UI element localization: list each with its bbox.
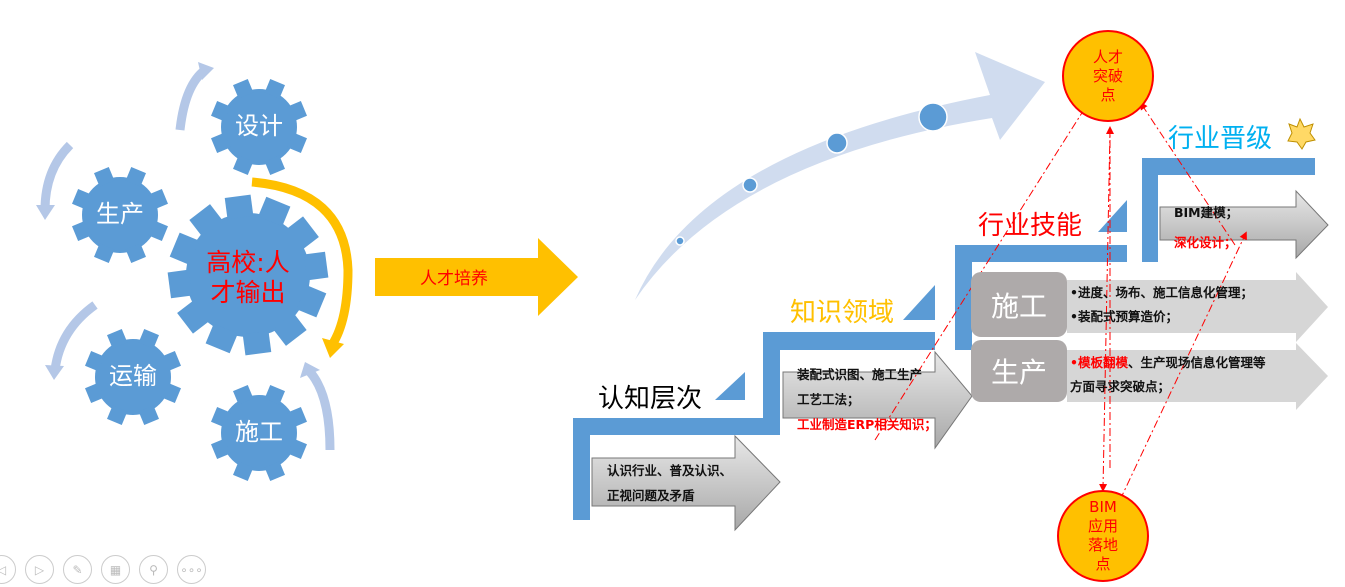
line: 深化设计； xyxy=(1174,235,1237,250)
gear-center-icon xyxy=(167,194,329,356)
line: 认识行业、普及认识、 xyxy=(607,463,733,478)
gear-production-icon xyxy=(72,167,168,263)
bracket-upgrade xyxy=(1142,158,1315,262)
level-title-upgrade: 行业晋级 xyxy=(1168,124,1273,154)
cycle-arrow xyxy=(306,369,335,451)
line: •装配式预算造价； xyxy=(1070,309,1178,324)
skill-construction-text: •进度、场布、施工信息化管理； •装配式预算造价； xyxy=(1070,281,1253,329)
skill-construction-box: 施工 xyxy=(971,272,1067,337)
next-slide-icon[interactable]: ▷ xyxy=(25,555,54,584)
gear-transport: 运输 xyxy=(109,362,157,390)
gear-construction-icon xyxy=(211,385,307,481)
line: 工艺工法； xyxy=(797,392,860,407)
slides-icon[interactable]: ▦ xyxy=(101,555,130,584)
line: 点 xyxy=(1100,85,1116,104)
cycle-arrow xyxy=(50,301,98,371)
line: •进度、场布、施工信息化管理； xyxy=(1070,285,1253,300)
orange-cycle-arrow xyxy=(251,177,353,348)
line: 应用 xyxy=(1087,517,1118,535)
growth-arrow xyxy=(635,52,1045,300)
level-title-skill: 行业技能 xyxy=(978,211,1083,241)
zoom-icon[interactable]: ⚲ xyxy=(139,555,168,584)
more-icon[interactable]: ∘∘∘ xyxy=(177,555,206,584)
line: 突破 xyxy=(1092,66,1123,85)
line: 正视问题及矛盾 xyxy=(607,488,695,503)
line: 落地 xyxy=(1087,536,1118,554)
line: BIM xyxy=(1089,498,1117,516)
line: •模板翻模 xyxy=(1070,355,1128,370)
gear-production: 生产 xyxy=(96,200,144,228)
knowledge-text: 装配式识图、施工生产工艺工法； 工业制造ERP相关知识； xyxy=(797,362,937,437)
line: 方面寻求突破点； xyxy=(1070,379,1171,394)
line: 、生产现场信息化管理等 xyxy=(1128,355,1266,370)
line: 装配式识图、施工生产 xyxy=(797,367,923,382)
gear-center: 高校:人才输出 xyxy=(206,248,290,307)
gear-transport-icon xyxy=(85,329,181,425)
gear-design: 设计 xyxy=(235,112,283,140)
cycle-arrow xyxy=(40,141,74,211)
pen-icon[interactable]: ✎ xyxy=(63,555,92,584)
talent-breakthrough-circle: 人才突破点 xyxy=(1062,30,1154,122)
bracket-cognition xyxy=(573,418,773,520)
cognition-text: 认识行业、普及认识、正视问题及矛盾 xyxy=(607,458,732,508)
talent-arrow-label: 人才培养 xyxy=(420,269,488,289)
bracket-knowledge xyxy=(763,332,935,435)
star-icon xyxy=(1287,117,1316,150)
line: 人才 xyxy=(1092,47,1123,66)
talent-arrow-shape xyxy=(375,238,578,316)
cycle-arrow xyxy=(175,66,208,131)
line: 工业制造ERP相关知识； xyxy=(797,417,937,432)
line: 点 xyxy=(1095,555,1111,573)
skill-production-text: •模板翻模、生产现场信息化管理等方面寻求突破点； xyxy=(1070,351,1266,399)
upgrade-text: BIM建模； 深化设计； xyxy=(1174,198,1238,258)
gear-construction: 施工 xyxy=(235,418,283,446)
line: BIM建模； xyxy=(1174,205,1239,220)
level-title-knowledge: 知识领域 xyxy=(790,298,895,328)
gear-design-icon xyxy=(211,79,307,175)
skill-production-box: 生产 xyxy=(971,340,1067,402)
level-title-cognition: 认知层次 xyxy=(598,384,703,414)
